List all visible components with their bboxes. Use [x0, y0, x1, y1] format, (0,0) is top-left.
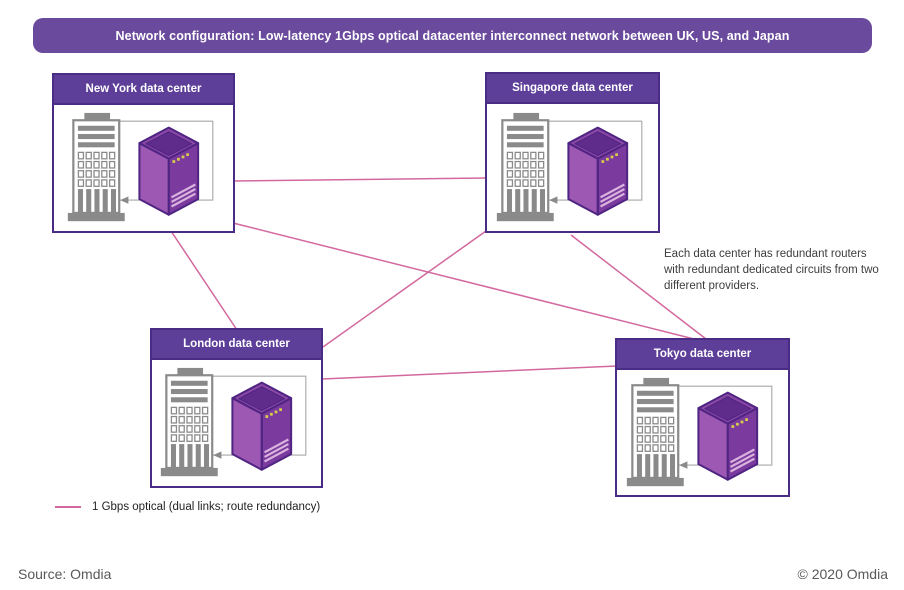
datacenter-title-tokyo: Tokyo data center	[617, 340, 788, 370]
link-london-tokyo	[321, 365, 618, 380]
link-new-york-tokyo	[232, 222, 703, 342]
annotation-note: Each data center has redundant routers w…	[664, 248, 879, 292]
link-new-york-london	[170, 230, 238, 331]
datacenter-card-new-york: New York data center	[52, 73, 235, 233]
datacenter-illustration-new-york	[54, 105, 233, 231]
legend-line-swatch	[55, 506, 81, 508]
datacenter-card-london: London data center	[150, 328, 323, 488]
datacenter-title-singapore: Singapore data center	[487, 74, 658, 104]
footer-copyright: © 2020 Omdia	[797, 566, 888, 582]
datacenter-illustration-tokyo	[617, 370, 788, 495]
datacenter-title-new-york: New York data center	[54, 75, 233, 105]
datacenter-art	[625, 377, 781, 489]
datacenter-illustration-singapore	[487, 104, 658, 231]
datacenter-card-singapore: Singapore data center	[485, 72, 660, 233]
datacenter-art	[66, 112, 222, 224]
footer-source: Source: Omdia	[18, 566, 112, 582]
datacenter-illustration-london	[152, 360, 321, 486]
datacenter-title-london: London data center	[152, 330, 321, 360]
datacenter-art	[159, 367, 315, 479]
datacenter-art	[495, 112, 651, 224]
datacenter-card-tokyo: Tokyo data center	[615, 338, 790, 497]
link-new-york-singapore	[232, 177, 488, 182]
figure-title: Network configuration: Low-latency 1Gbps…	[115, 28, 790, 43]
legend-item: 1 Gbps optical (dual links; route redund…	[55, 501, 320, 513]
link-singapore-london	[322, 230, 487, 348]
figure-title-banner: Network configuration: Low-latency 1Gbps…	[33, 18, 872, 53]
link-singapore-tokyo	[570, 234, 707, 340]
legend-label: 1 Gbps optical (dual links; route redund…	[92, 501, 321, 513]
